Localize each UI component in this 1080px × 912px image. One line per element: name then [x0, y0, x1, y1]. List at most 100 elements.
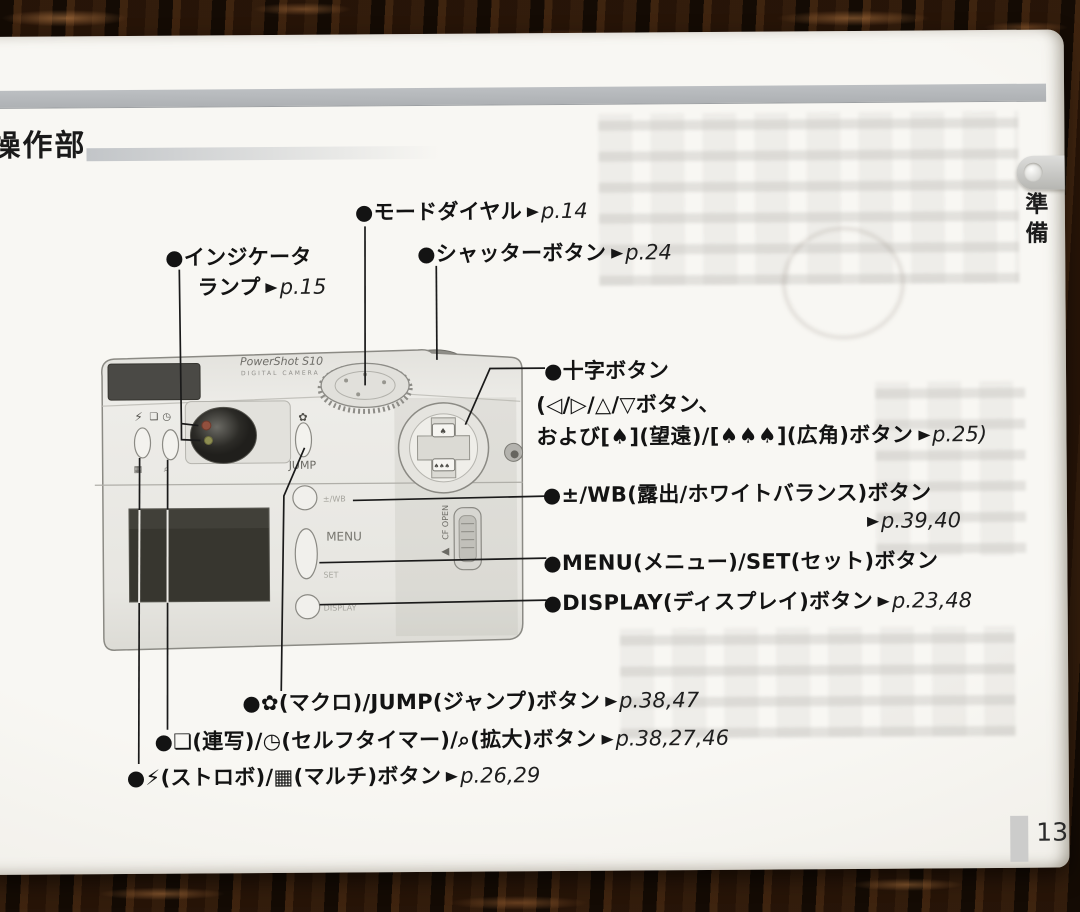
page-ref: p.15	[279, 274, 327, 299]
callout-lines	[137, 226, 547, 764]
callout-text: ●シャッターボタン	[417, 240, 607, 267]
callout-mode-dial: ●モードダイヤル p.14	[355, 195, 588, 227]
callout-text: ●DISPLAY(ディスプレイ)ボタン	[543, 588, 874, 616]
arrow-icon	[601, 734, 614, 745]
line-cross-pad	[464, 367, 546, 426]
callout-text: ●十字ボタン	[543, 358, 670, 384]
callout-cross-line2: (◁/▷/△/▽ボタン、	[536, 388, 720, 419]
arrow-icon	[918, 430, 931, 441]
chapter-tab-label: 準備	[1020, 191, 1048, 250]
callout-burst-timer-zoom: ●❏(連写)/◷(セルフタイマー)/⌕(拡大)ボタン p.38,27,46	[154, 722, 730, 756]
wb-button	[292, 485, 318, 511]
page-ref: p.23,48	[891, 588, 973, 613]
indicator-lamp-upper	[201, 420, 212, 431]
menu-label: MENU	[326, 529, 362, 543]
line-burst-over-lcd	[166, 509, 169, 603]
strap-lug-hole	[510, 450, 519, 459]
zoom-icon: ⌕	[164, 465, 169, 475]
callout-text: (◁/▷/△/▽ボタン、	[536, 391, 720, 418]
callout-flash-multi: ●⚡(ストロボ)/▦(マルチ)ボタン p.26,29	[127, 759, 541, 792]
callout-menu-set: ●MENU(メニュー)/SET(セット)ボタン	[543, 544, 938, 577]
callout-wb: ●±/WB(露出/ホワイトバランス)ボタン	[543, 476, 932, 509]
callout-indicator-line2: ランプ p.15	[197, 271, 326, 302]
arrow-icon	[611, 248, 624, 259]
page-ref: p.26,29	[460, 763, 541, 788]
tele-icon-box	[431, 423, 455, 438]
line-display	[319, 599, 547, 606]
callout-text: ●⚡(ストロボ)/▦(マルチ)ボタン	[126, 763, 442, 791]
burst-icon: ❏	[149, 412, 158, 423]
line-flash	[137, 457, 141, 764]
indicator-lamp-lower	[203, 435, 213, 445]
mode-dial-knurl	[317, 362, 413, 414]
dial-mark	[356, 392, 361, 397]
callout-indicator-line1: ●インジケータ	[165, 241, 312, 272]
viewfinder-window	[107, 363, 201, 401]
line-mode-dial	[364, 226, 366, 386]
multi-icon: ▦	[134, 465, 143, 475]
callout-macro-jump: ●✿(マクロ)/JUMP(ジャンプ)ボタン p.38,47	[242, 684, 699, 717]
callout-text: ●MENU(メニュー)/SET(セット)ボタン	[543, 548, 939, 576]
page-ref: p.14	[540, 198, 588, 224]
arrow-icon	[866, 516, 879, 527]
page-ref: p.25)	[932, 422, 988, 447]
callout-text: ●インジケータ	[165, 244, 312, 270]
display-hint: DISPLAY	[324, 603, 357, 612]
flash-icon: ⚡	[134, 410, 143, 424]
camera-diagram: PowerShot S10 DIGITAL CAMERA ⚡ ❏ ◷ ▦ ⌕ ✿…	[94, 349, 524, 651]
line-macro-jump	[280, 447, 306, 691]
line-menu-set	[319, 557, 547, 564]
timer-icon: ◷	[162, 412, 171, 423]
manual-page: 操作部 PowerShot S10 DIGITAL CAMERA	[0, 29, 1070, 876]
lcd-screen	[128, 507, 271, 603]
callout-text: ●±/WB(露出/ホワイトバランス)ボタン	[542, 480, 932, 508]
arrow-icon	[265, 282, 278, 294]
page-ref: p.38,27,46	[615, 725, 730, 751]
cf-open-grip	[458, 515, 477, 563]
flash-multi-button	[133, 427, 152, 459]
chapter-tab	[1016, 155, 1065, 190]
page-ref: p.24	[625, 240, 673, 265]
burst-timer-zoom-button	[161, 429, 180, 461]
brand-logo: PowerShot S10	[240, 355, 323, 369]
arrow-icon	[877, 596, 891, 607]
display-button	[295, 594, 321, 620]
callout-text: ●✿(マクロ)/JUMP(ジャンプ)ボタン	[242, 688, 601, 716]
line-indicator	[178, 269, 201, 442]
line-wb	[352, 495, 546, 502]
cf-open-arrow-icon	[441, 547, 450, 556]
arrow-icon	[605, 696, 618, 707]
page-ref: p.39,40	[880, 508, 962, 533]
callout-text: ●モードダイヤル	[354, 199, 523, 225]
callout-wb-ref: p.39,40	[543, 508, 961, 535]
arrow-icon	[446, 771, 459, 782]
brand-sub: DIGITAL CAMERA	[241, 370, 320, 378]
jump-button	[294, 422, 313, 458]
arrow-icon	[526, 207, 540, 218]
page-number-bar	[1010, 815, 1029, 862]
wide-icon-box	[432, 458, 456, 472]
page-ref: p.38,47	[619, 688, 700, 713]
wb-hint: ±/WB	[323, 495, 346, 504]
lcd-glare	[128, 508, 270, 530]
cross-pad	[416, 417, 471, 479]
menu-set-button	[294, 528, 318, 580]
set-hint: SET	[323, 571, 338, 580]
callout-text: ランプ	[197, 275, 261, 300]
cf-open-label: CF OPEN	[441, 505, 450, 540]
macro-icon: ✿	[298, 411, 307, 424]
dial-mark	[382, 380, 387, 385]
tab-hole-icon	[1023, 162, 1043, 182]
callout-text: ●❏(連写)/◷(セルフタイマー)/⌕(拡大)ボタン	[154, 726, 597, 754]
line-shutter	[435, 265, 438, 360]
callout-cross-line1: ●十字ボタン	[544, 354, 669, 385]
cf-grip-ridges	[461, 523, 475, 549]
callout-display: ●DISPLAY(ディスプレイ)ボタン p.23,48	[544, 584, 973, 617]
callout-text: および[♠](望遠)/[♠♠♠](広角)ボタン	[536, 422, 914, 450]
page-number: 13	[1036, 817, 1069, 847]
callout-cross-line3: および[♠](望遠)/[♠♠♠](広角)ボタン p.25)	[536, 418, 987, 451]
wide-icon: ♠♠♠	[434, 463, 450, 470]
dial-mark	[344, 378, 349, 383]
line-flash-over-lcd	[138, 509, 141, 603]
